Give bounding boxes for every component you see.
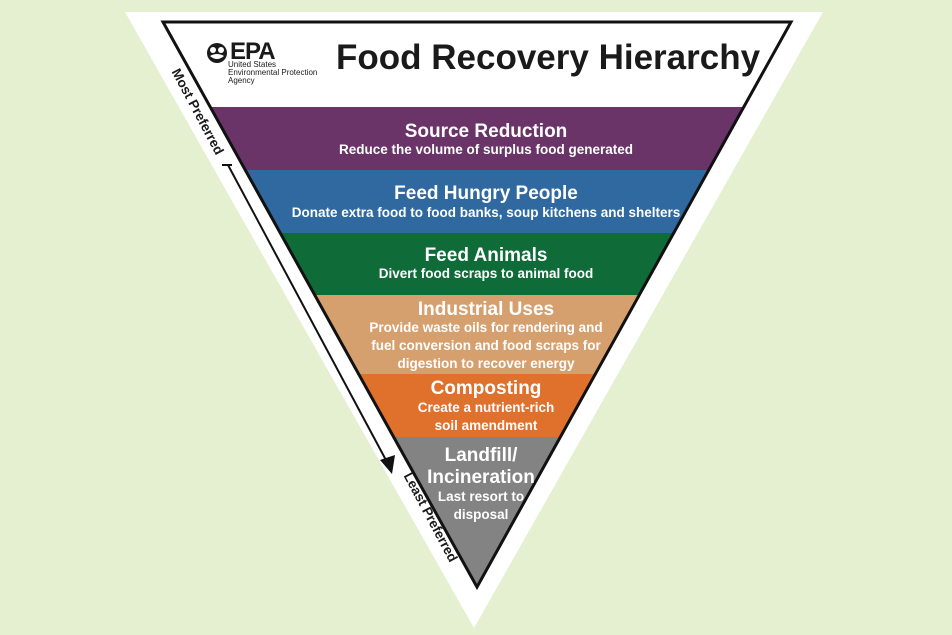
band-landfill-incineration [393,437,561,587]
level-title-landfill: Landfill/ [444,445,518,466]
band-feed-hungry-people [245,170,709,233]
epa-subtitle-line: Agency [228,76,255,85]
level-title-composting: Composting [430,378,542,399]
level-description: disposal [453,507,509,522]
level-description: Divert food scraps to animal food [378,266,594,281]
epa-logo: EPA United States Environmental Protecti… [206,38,336,86]
epa-flower-icon [207,43,227,63]
preference-arrow-line [227,164,388,463]
level-description: Provide waste oils for rendering and [369,320,603,335]
level-title-source-reduction: Source Reduction [404,121,568,142]
band-industrial-uses [314,295,640,374]
band-composting [358,374,596,437]
level-description: fuel conversion and food scraps for [371,338,601,353]
level-description: soil amendment [434,418,538,433]
diagram-title: Food Recovery Hierarchy [336,38,761,77]
level-title-feed-animals: Feed Animals [424,245,548,266]
level-title-feed-hungry-people: Feed Hungry People [394,183,578,204]
level-title-industrial-uses: Industrial Uses [417,299,555,320]
level-description: Reduce the volume of surplus food genera… [338,142,634,157]
band-feed-animals [280,233,674,295]
epa-wordmark: EPA [230,38,276,65]
preference-arrowhead [380,455,395,474]
epa-subtitle-line: United States [228,60,277,69]
epa-subtitle-line: Environmental Protection [228,68,318,77]
band-source-reduction [210,107,744,170]
level-title-incineration: Incineration [427,467,535,488]
level-description: Create a nutrient-rich [417,400,555,415]
inner-outline [160,20,794,591]
epa-subtitle: United States Environmental Protection A… [228,61,317,85]
level-description: digestion to recover energy [397,356,575,371]
level-description: Last resort to [437,489,525,504]
level-description: Donate extra food to food banks, soup ki… [291,205,681,220]
